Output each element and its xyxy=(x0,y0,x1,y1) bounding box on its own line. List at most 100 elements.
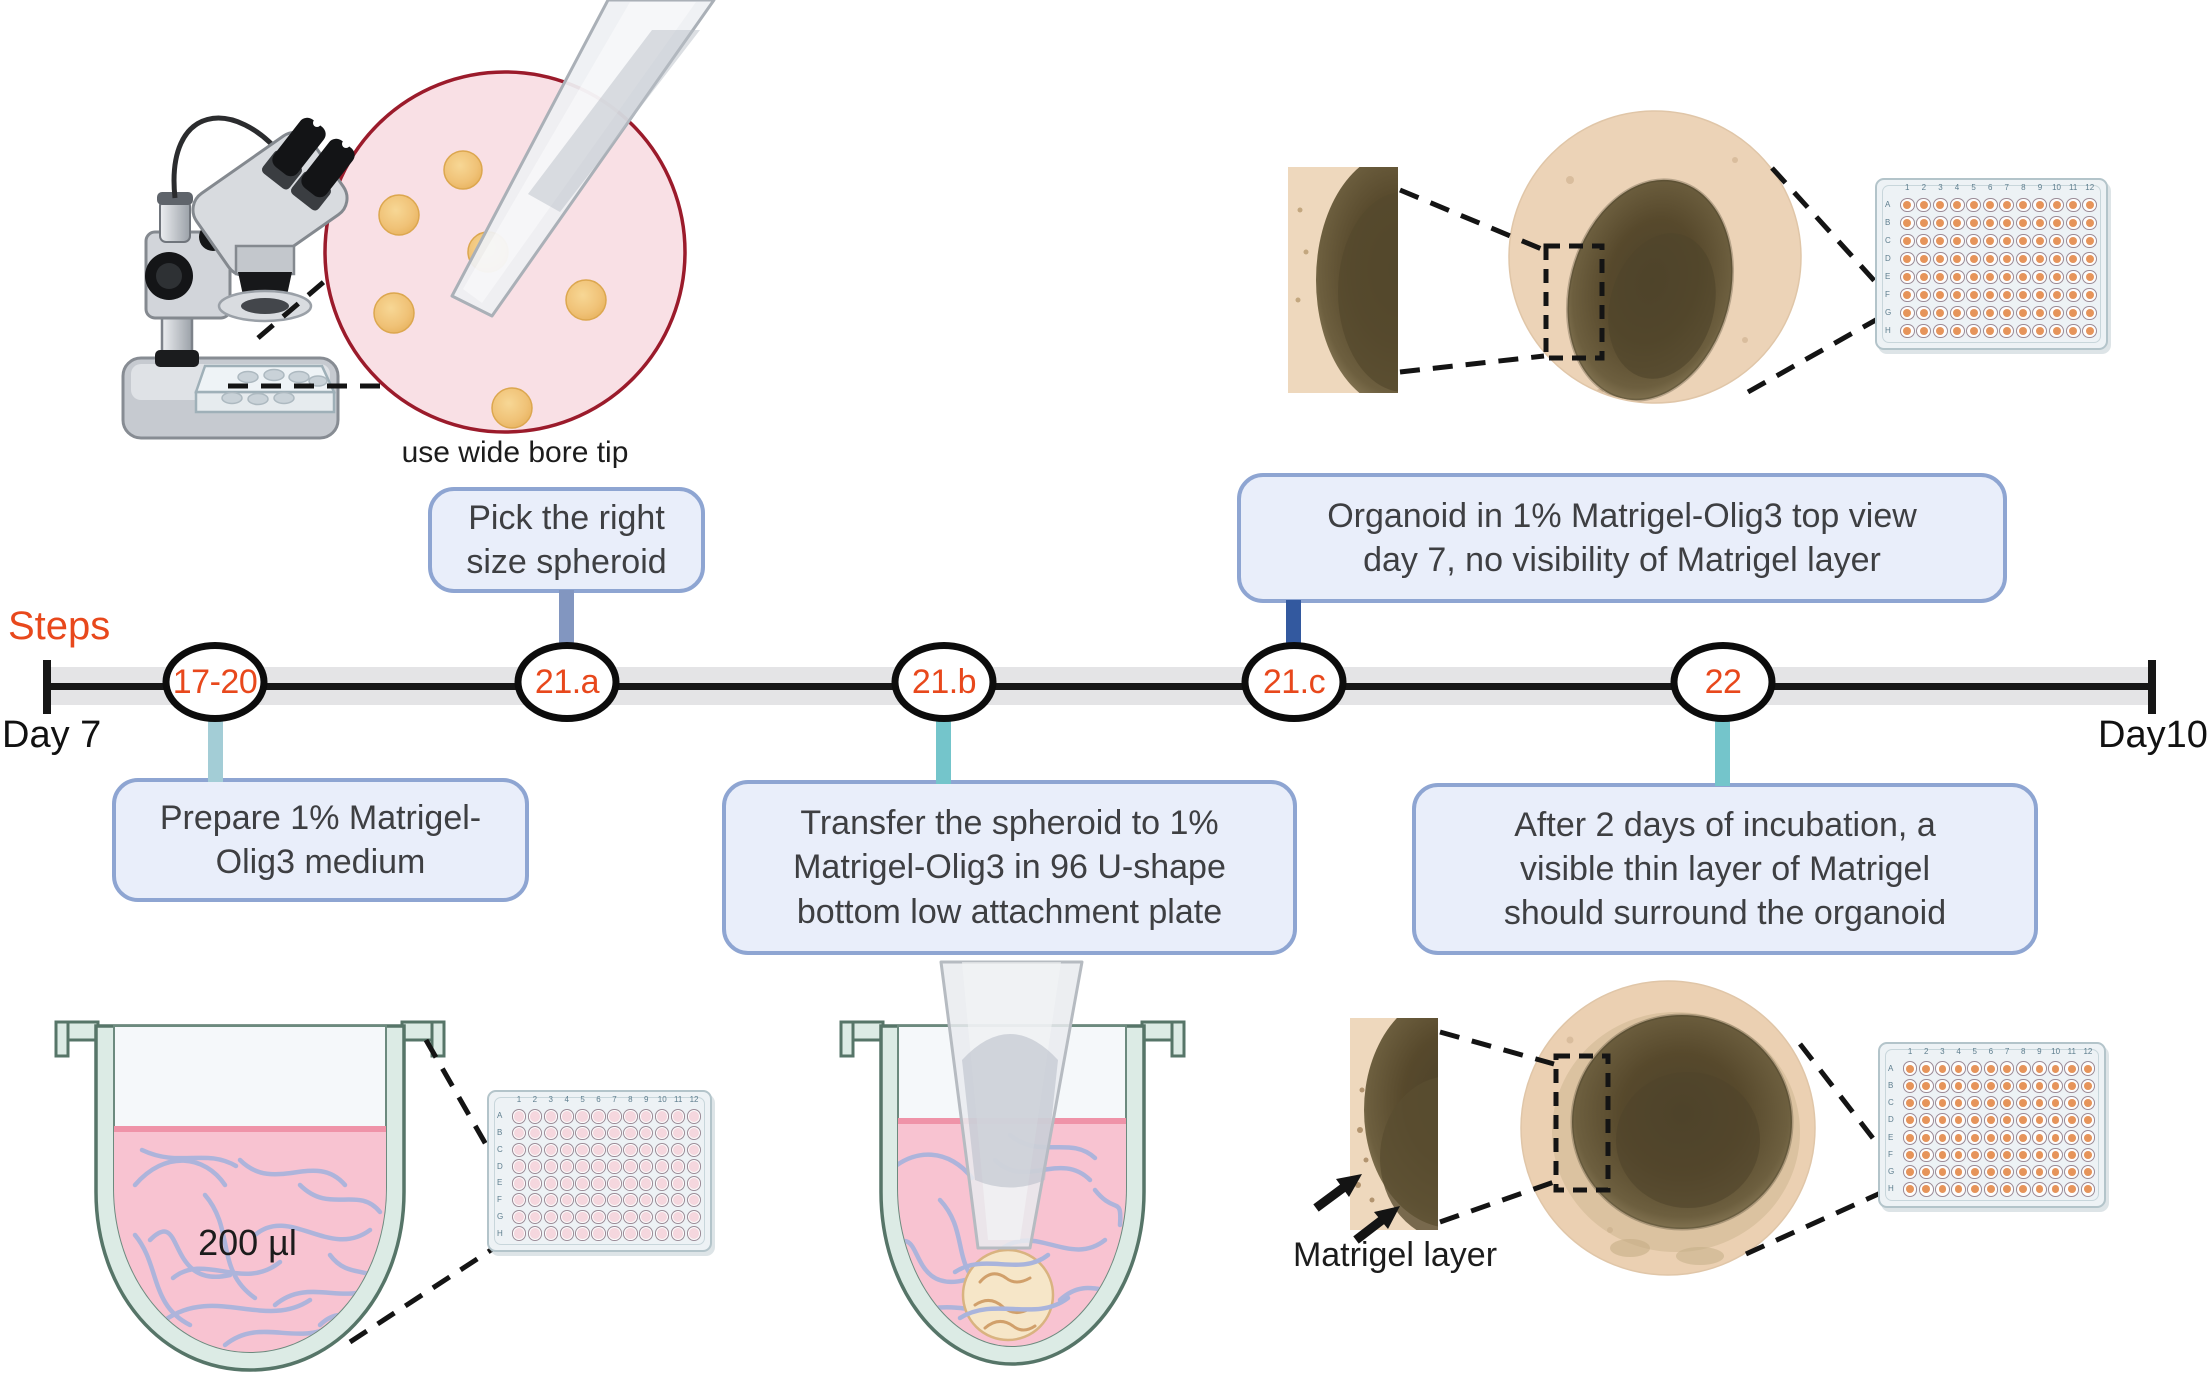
well-center xyxy=(2069,254,2078,263)
well xyxy=(2065,287,2081,303)
well-center xyxy=(545,1144,556,1156)
well-center xyxy=(1986,272,1995,281)
well-center xyxy=(593,1127,604,1139)
well-center xyxy=(2069,200,2078,209)
timeline-node-22: 22 xyxy=(1670,642,1776,722)
plate-col-label: 6 xyxy=(1987,183,1993,192)
plate-row-label: H xyxy=(1888,1184,1894,1194)
well-center xyxy=(2019,1168,2028,1177)
well-center xyxy=(672,1228,684,1239)
well xyxy=(575,1142,590,1158)
well xyxy=(607,1142,622,1158)
well-center xyxy=(2052,290,2061,299)
well xyxy=(1967,1130,1983,1145)
plate-col-label: 11 xyxy=(2067,1047,2076,1056)
plate-col-label: 4 xyxy=(1956,1047,1961,1056)
well-center xyxy=(625,1127,636,1139)
well xyxy=(1918,1113,1934,1128)
well xyxy=(655,1159,670,1174)
well-center xyxy=(2035,200,2044,209)
well-center xyxy=(513,1127,525,1139)
well-center xyxy=(1986,236,1995,245)
plate-col-label: 12 xyxy=(2085,183,2095,192)
well-center xyxy=(609,1211,620,1223)
well xyxy=(1918,1061,1934,1076)
plate-col-label: 8 xyxy=(628,1095,633,1104)
well-center xyxy=(2051,1150,2060,1159)
steps-label: Steps xyxy=(8,604,111,648)
well-center xyxy=(2067,1081,2076,1090)
well-center xyxy=(2019,1133,2028,1142)
plate-row-label: H xyxy=(497,1228,503,1238)
well xyxy=(1902,1113,1918,1128)
well xyxy=(527,1159,543,1174)
well xyxy=(2032,1147,2047,1163)
well-center xyxy=(1970,1064,1979,1073)
well-center xyxy=(641,1161,652,1172)
well-center xyxy=(657,1127,668,1139)
well-center xyxy=(688,1194,700,1206)
well-center xyxy=(577,1111,588,1122)
well xyxy=(655,1142,670,1158)
well-center xyxy=(593,1161,604,1172)
dashed-roi-bottom xyxy=(1553,1053,1611,1193)
well xyxy=(686,1192,702,1208)
well xyxy=(639,1192,654,1208)
well-center xyxy=(2003,1150,2011,1159)
well xyxy=(623,1209,638,1225)
well xyxy=(1983,1130,1999,1145)
well-center xyxy=(2051,1133,2060,1142)
well-center xyxy=(1903,236,1912,245)
well-center xyxy=(2035,272,2044,281)
well-center xyxy=(641,1178,652,1189)
well xyxy=(1932,233,1948,249)
timeline-node-21c: 21.c xyxy=(1241,642,1347,722)
connector-step-21c xyxy=(1286,600,1301,645)
plate-col-label: 2 xyxy=(532,1095,538,1104)
well xyxy=(1932,323,1948,339)
well xyxy=(623,1125,638,1141)
well-center xyxy=(2003,1116,2011,1125)
well xyxy=(2080,1061,2096,1076)
well xyxy=(2080,1147,2096,1163)
well xyxy=(1949,197,1965,213)
well-center xyxy=(513,1194,525,1206)
well-center xyxy=(2035,1081,2044,1090)
well-center xyxy=(529,1127,541,1139)
well-center xyxy=(657,1111,668,1122)
plate-col-label: 11 xyxy=(673,1095,683,1104)
well-center xyxy=(672,1178,684,1189)
well xyxy=(511,1176,527,1191)
well xyxy=(2082,215,2098,231)
well xyxy=(607,1125,622,1141)
plate-col-label: 5 xyxy=(580,1095,585,1104)
well-center xyxy=(2035,1185,2044,1194)
well-center xyxy=(1906,1081,1914,1090)
well-center xyxy=(1936,326,1945,335)
plate-row-label: B xyxy=(1888,1080,1894,1090)
well xyxy=(2049,215,2064,231)
well xyxy=(2065,251,2081,267)
plate-row-label: G xyxy=(1885,308,1892,317)
well xyxy=(575,1159,590,1174)
well xyxy=(575,1209,590,1225)
well-center xyxy=(657,1161,668,1172)
well xyxy=(1902,1147,1918,1163)
well-center xyxy=(2035,308,2044,317)
well-center xyxy=(657,1178,668,1189)
well xyxy=(2065,269,2081,285)
well xyxy=(639,1125,654,1141)
plate-row-label: G xyxy=(1888,1167,1895,1177)
well xyxy=(1918,1182,1934,1197)
well-center xyxy=(2035,1168,2044,1177)
well xyxy=(2048,1130,2063,1145)
well xyxy=(1983,1061,1999,1076)
well xyxy=(2048,1078,2063,1094)
well xyxy=(1966,305,1982,321)
well-center xyxy=(1953,326,1962,335)
well-center xyxy=(1938,1168,1947,1177)
well-center xyxy=(2035,236,2044,245)
plate-row-label: F xyxy=(1888,1149,1893,1159)
well-center xyxy=(1919,290,1928,299)
well-center xyxy=(561,1161,572,1172)
